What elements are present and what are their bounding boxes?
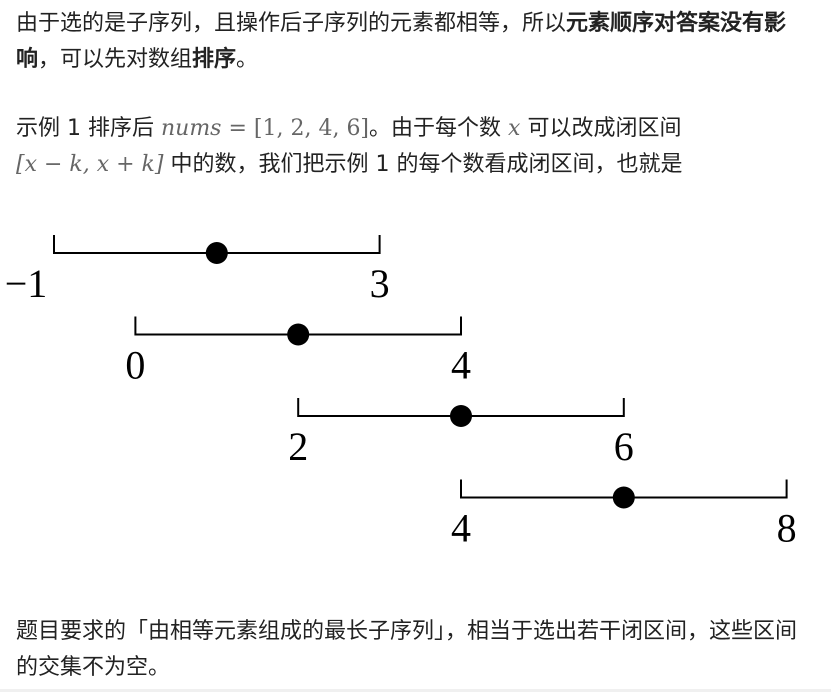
bottom-divider — [0, 689, 831, 692]
interval-high-label: 6 — [614, 424, 634, 469]
interval-point — [450, 405, 472, 427]
math-interval: [x − k, x + k] — [16, 152, 164, 177]
example-text-2: 。由于每个数 — [369, 116, 509, 141]
example-paragraph: 示例 1 排序后 nums = [1, 2, 4, 6]。由于每个数 x 可以改… — [16, 111, 816, 183]
interval-point — [612, 486, 635, 509]
example-text-1: 示例 1 排序后 — [16, 116, 161, 141]
interval-point — [205, 242, 228, 264]
example-text-4: 中的数，我们把示例 1 的每个数看成闭区间，也就是 — [163, 152, 683, 177]
example-text-3: 可以改成闭区间 — [520, 116, 682, 141]
intro-text-b: ，可以先对数组 — [38, 47, 193, 72]
intro-paragraph: 由于选的是子序列，且操作后子序列的元素都相等，所以元素顺序对答案没有影响，可以先… — [16, 6, 816, 78]
math-nums-name: nums — [160, 116, 222, 141]
interval-high-label: 4 — [451, 343, 471, 388]
interval-low-label: 4 — [451, 506, 471, 551]
conclusion-paragraph: 题目要求的「由相等元素组成的最长子序列」，相当于选出若干闭区间，这些区间的交集不… — [16, 619, 798, 680]
interval-low-label: 2 — [288, 424, 308, 469]
interval-point — [287, 323, 310, 346]
interval-low-label: −1 — [5, 261, 48, 306]
math-x: x — [508, 116, 521, 141]
interval-low-label: 0 — [125, 343, 145, 388]
math-nums-values: = [1, 2, 4, 6] — [221, 116, 370, 141]
intro-text-a: 由于选的是子序列，且操作后子序列的元素都相等，所以 — [16, 11, 567, 36]
intro-text-c: 。 — [236, 47, 259, 72]
interval-diagram: −1 3 0 4 2 6 4 8 — [5, 235, 797, 551]
math-nums: nums = [1, 2, 4, 6] — [161, 116, 369, 141]
intro-bold-sort: 排序 — [192, 47, 237, 72]
interval-high-label: 8 — [777, 506, 797, 551]
intro-bold-order: 元素顺序对答案没有影响 — [16, 11, 787, 72]
interval-high-label: 3 — [370, 261, 390, 306]
